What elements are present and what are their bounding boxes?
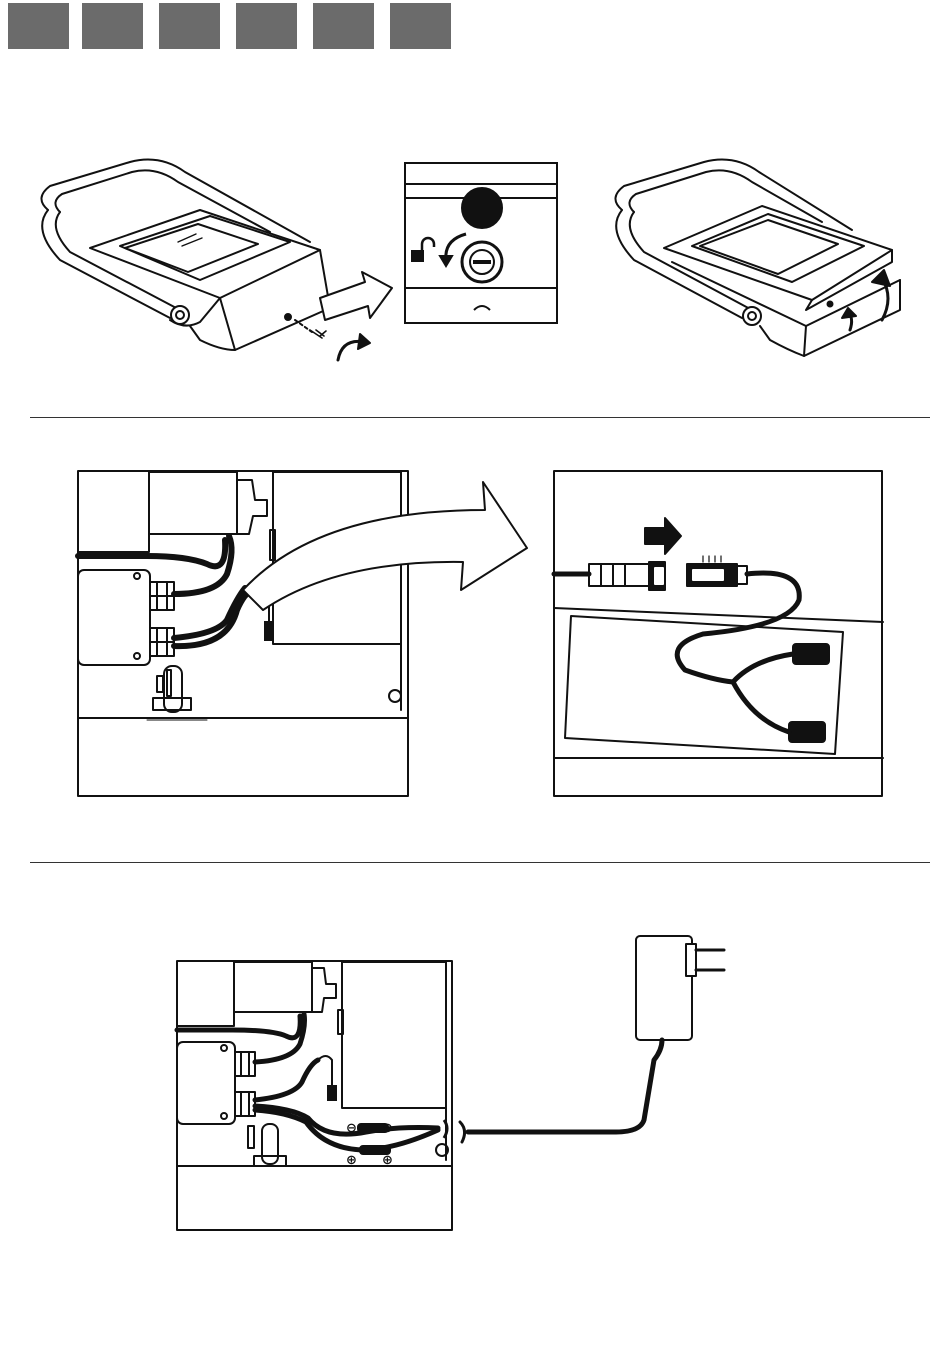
section-divider-1 bbox=[30, 417, 930, 418]
lamp-closed-illustration bbox=[20, 150, 400, 370]
charger-wiring-illustration: ⊖ ⊖ ⊕ ⊕ bbox=[176, 960, 456, 1232]
negative-terminal-symbol: ⊖ bbox=[382, 1121, 393, 1136]
battery-box-connector-illustration bbox=[77, 470, 409, 798]
wall-charger-illustration bbox=[456, 930, 736, 1140]
section-tab-5[interactable] bbox=[313, 3, 374, 49]
section-tab-1[interactable] bbox=[8, 3, 69, 49]
lock-detail-illustration bbox=[404, 162, 558, 324]
connector-detail-illustration bbox=[553, 470, 885, 798]
section-tab-6[interactable] bbox=[390, 3, 451, 49]
section-tab-4[interactable] bbox=[236, 3, 297, 49]
positive-terminal-symbol: ⊕ bbox=[346, 1153, 357, 1168]
section-tab-3[interactable] bbox=[159, 3, 220, 49]
lamp-open-illustration bbox=[592, 150, 912, 370]
section-divider-2 bbox=[30, 862, 930, 863]
negative-terminal-symbol: ⊖ bbox=[346, 1121, 357, 1136]
positive-terminal-symbol: ⊕ bbox=[382, 1153, 393, 1168]
section-tab-2[interactable] bbox=[82, 3, 143, 49]
